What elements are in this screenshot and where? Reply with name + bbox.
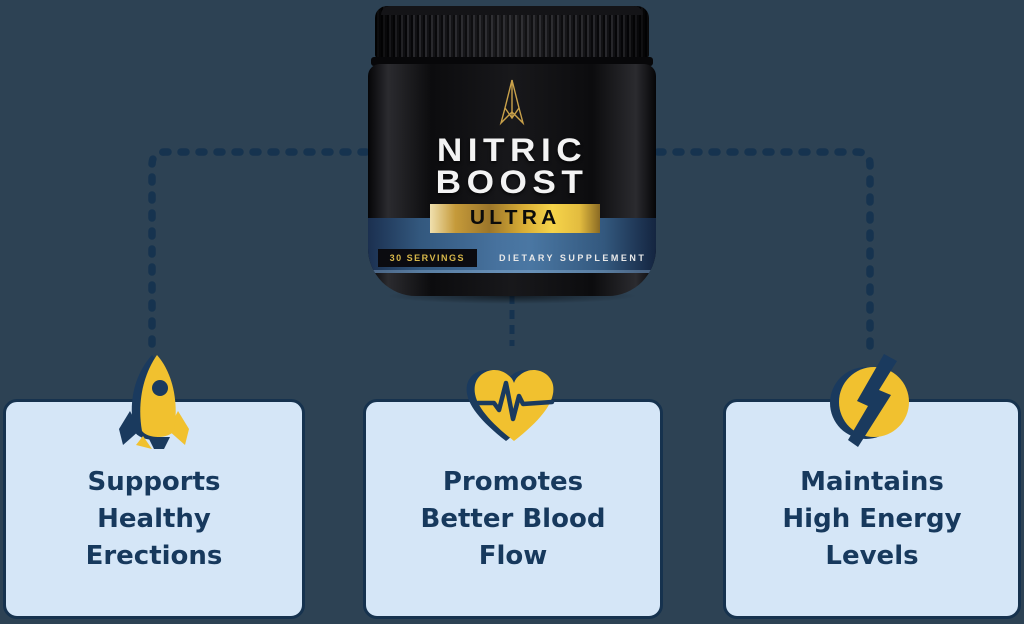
jar-lid xyxy=(375,6,649,58)
benefit-card-energy: Maintains High Energy Levels xyxy=(723,354,1021,619)
benefit-card-blood-flow: Promotes Better Blood Flow xyxy=(363,370,663,619)
brand-name-line1: NITRIC xyxy=(436,132,588,168)
gold-rocket-outline-icon xyxy=(499,79,525,126)
connector-right xyxy=(654,148,874,354)
servings-badge: 30 SERVINGS xyxy=(377,249,477,267)
supplement-type-label: DIETARY SUPPLEMENT xyxy=(499,253,647,263)
jar-label: NITRIC BOOST ULTRA 30 SERVINGS DIETARY S… xyxy=(368,64,656,296)
benefit-label: Promotes Better Blood Flow xyxy=(420,467,606,571)
brand-name-line2: BOOST xyxy=(435,164,589,200)
connector-left xyxy=(148,148,370,358)
rocket-icon xyxy=(119,355,189,449)
jar-lid-rim xyxy=(371,57,653,66)
ultra-badge: ULTRA xyxy=(430,204,600,233)
benefit-label: Supports Healthy Erections xyxy=(85,467,223,571)
heartbeat-heart-icon xyxy=(466,370,555,441)
label-info-row: 30 SERVINGS DIETARY SUPPLEMENT xyxy=(368,248,656,268)
benefit-card-erections: Supports Healthy Erections xyxy=(3,355,305,619)
lightning-bolt-icon xyxy=(830,354,909,447)
benefit-label: Maintains High Energy Levels xyxy=(782,467,962,571)
ultra-badge-text: ULTRA xyxy=(469,207,561,229)
